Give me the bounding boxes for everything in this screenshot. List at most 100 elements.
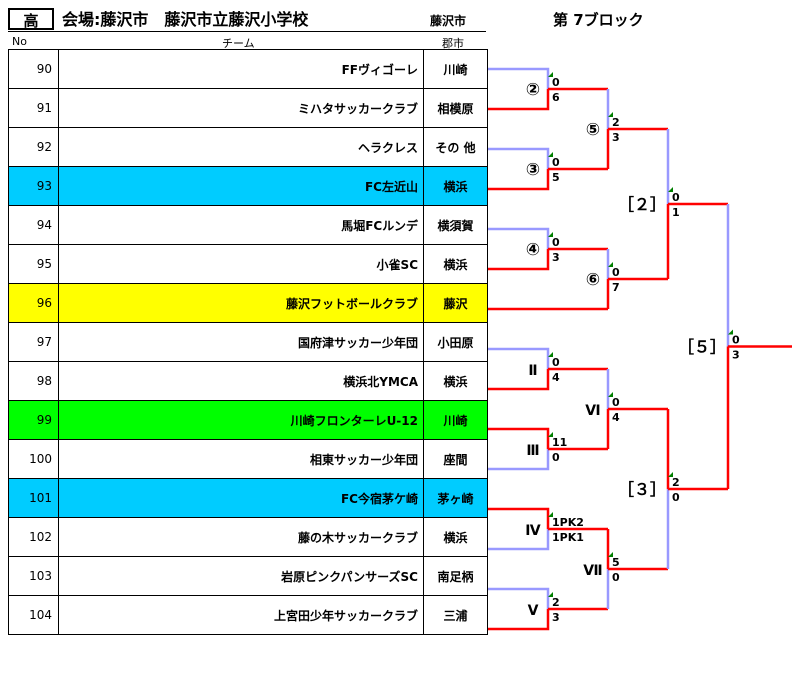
bracket-line (488, 89, 550, 111)
team-number: 103 (8, 556, 59, 596)
grade-label: 高 (8, 8, 54, 30)
team-name: 岩原ピンクパンサーズSC (58, 556, 424, 596)
bracket-line (488, 249, 550, 271)
score-top: 0 (732, 334, 740, 347)
result-marker (548, 352, 553, 357)
team-number: 100 (8, 439, 59, 479)
score-bottom: 3 (552, 611, 560, 624)
team-name: 藤の木サッカークラブ (58, 517, 424, 557)
bracket-line (488, 427, 550, 449)
score-bottom: 3 (552, 251, 560, 264)
tournament-bracket: 06②05③03④04Ⅱ110Ⅲ1PK21PK1Ⅳ23Ⅴ23⑤07⑥04Ⅵ50Ⅶ… (488, 67, 792, 631)
bracket-line (488, 369, 550, 391)
score-top: 0 (552, 356, 560, 369)
team-name: 上宮田少年サッカークラブ (58, 595, 424, 635)
result-marker (608, 392, 613, 397)
result-marker (608, 262, 613, 267)
score-top: 1PK2 (552, 516, 584, 529)
team-number: 98 (8, 361, 59, 401)
team-name: 国府津サッカー少年団 (58, 322, 424, 362)
team-city: 茅ヶ崎 (423, 478, 488, 518)
match-label: ④ (526, 240, 540, 260)
team-name: 馬堀FCルンデ (58, 205, 424, 245)
team-name: 川崎フロンターレU-12 (58, 400, 424, 440)
score-bottom: 6 (552, 91, 560, 104)
team-name: ミハタサッカークラブ (58, 88, 424, 128)
team-number: 92 (8, 127, 59, 167)
team-city: 相模原 (423, 88, 488, 128)
match-label: ⑥ (586, 270, 600, 290)
team-number: 99 (8, 400, 59, 440)
team-name: 横浜北YMCA (58, 361, 424, 401)
team-city: 横須賀 (423, 205, 488, 245)
team-city: 川崎 (423, 400, 488, 440)
result-marker (608, 112, 613, 117)
score-top: 11 (552, 436, 567, 449)
team-number: 104 (8, 595, 59, 635)
score-top: 0 (612, 266, 620, 279)
venue-title: 会場:藤沢市 藤沢市立藤沢小学校 (62, 10, 309, 29)
team-name: 相東サッカー少年団 (58, 439, 424, 479)
score-top: 0 (672, 191, 680, 204)
team-city: その 他 (423, 127, 488, 167)
team-name: FFヴィゴーレ (58, 49, 424, 89)
team-city: 横浜 (423, 244, 488, 284)
team-name: FC今宿茅ケ崎 (58, 478, 424, 518)
bracket-line (488, 227, 550, 249)
score-bottom: 4 (612, 411, 620, 424)
score-top: 2 (672, 476, 680, 489)
match-label: ［２］ (618, 195, 666, 214)
match-label: ［３］ (618, 480, 666, 499)
result-marker (548, 232, 553, 237)
team-name: ヘラクレス (58, 127, 424, 167)
score-bottom: 7 (612, 281, 620, 294)
team-city: 小田原 (423, 322, 488, 362)
result-marker (548, 432, 553, 437)
score-top: 0 (612, 396, 620, 409)
team-city: 横浜 (423, 517, 488, 557)
match-label: ⑤ (586, 120, 600, 140)
team-name: 藤沢フットボールクラブ (58, 283, 424, 323)
team-number: 102 (8, 517, 59, 557)
bracket-line (488, 169, 550, 191)
match-label: Ⅱ (528, 363, 537, 379)
bracket-line (488, 609, 550, 631)
bracket-line (488, 507, 550, 529)
score-top: 0 (552, 236, 560, 249)
match-label: Ⅳ (525, 523, 541, 539)
team-city: 南足柄 (423, 556, 488, 596)
team-city: 川崎 (423, 49, 488, 89)
result-marker (668, 187, 673, 192)
bracket-line (488, 529, 550, 551)
score-top: 2 (552, 596, 560, 609)
score-bottom: 0 (672, 491, 680, 504)
bracket-line (488, 347, 550, 369)
team-number: 94 (8, 205, 59, 245)
team-number: 97 (8, 322, 59, 362)
score-bottom: 0 (552, 451, 560, 464)
result-marker (668, 472, 673, 477)
score-top: 0 (552, 76, 560, 89)
team-number: 95 (8, 244, 59, 284)
header-divider (8, 31, 486, 32)
team-name: 小雀SC (58, 244, 424, 284)
bracket-line (488, 147, 550, 169)
result-marker (548, 592, 553, 597)
score-top: 5 (612, 556, 620, 569)
result-marker (608, 552, 613, 557)
block-title: 第 7ブロック (553, 11, 644, 29)
